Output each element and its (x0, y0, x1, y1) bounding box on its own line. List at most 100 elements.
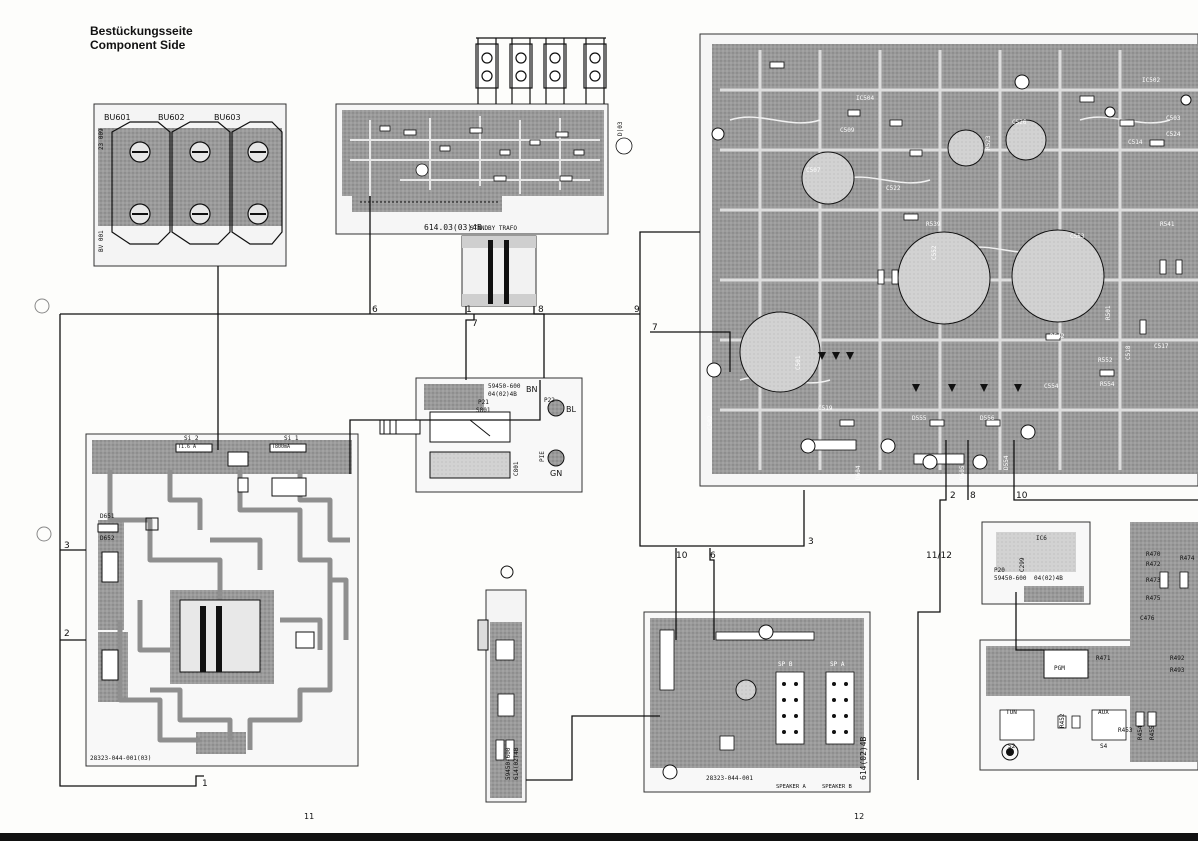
socket-label-bu602: BU602 (158, 113, 185, 122)
page-number-left: 11 (304, 812, 315, 821)
binder-holes (34, 298, 52, 542)
main-amp-board: IC504 C507 IC502 C503 C524 C514 C526 R53… (699, 33, 1198, 487)
wire-label-j10: 10 (1016, 491, 1028, 501)
main-label-26: D555 (912, 415, 927, 422)
control-s4: S4 (1100, 743, 1108, 750)
fuse2-label: Si 1 (284, 435, 299, 442)
wire-label-j7: 7 (652, 323, 658, 333)
control-ref-4: R474 (1180, 555, 1195, 562)
switch-pie: PIE (539, 451, 546, 462)
preamp-connector-label: D|03 (617, 121, 624, 136)
main-label-11: C517 (1154, 343, 1169, 350)
control-ref-9: R452 (1059, 713, 1066, 728)
wire-label-9: 9 (634, 305, 640, 315)
control-p20: P20 (994, 567, 1005, 574)
switch-s801: S801 (476, 407, 491, 414)
socket-label-bu601: BU601 (104, 113, 131, 122)
main-label-0: IC504 (856, 95, 874, 102)
wire-label-1: 1 (466, 305, 472, 315)
slider-board-code: 614(02)4B (513, 747, 520, 780)
speaker-board: SP B SP A SPEAKER A SPEAKER B 614(02)4B … (643, 611, 871, 793)
control-ref-11: R454 (1137, 725, 1144, 740)
main-label-5: C514 (1128, 139, 1143, 146)
control-ref-0: R470 (1146, 551, 1161, 558)
speaker-label-spa: SP A (830, 661, 845, 668)
control-c299: C299 (1019, 557, 1026, 572)
wire-label-left3: 3 (64, 541, 70, 551)
main-label-2: IC502 (1142, 77, 1160, 84)
switch-bl: BL (566, 405, 576, 414)
main-label-10: R542 (1050, 333, 1065, 340)
fuse1-value: T1.6 A (178, 444, 196, 450)
main-label-13: D604 (855, 465, 862, 480)
wire-label-7: 7 (472, 319, 478, 329)
main-label-3: C503 (1166, 115, 1181, 122)
switch-c801: C801 (513, 461, 520, 476)
control-pgm: PGM (1054, 665, 1065, 672)
main-label-25: R541 (1160, 221, 1175, 228)
bottom-scan-edge (0, 833, 1198, 841)
power-board-code: 28323-044-001(03) (90, 755, 151, 762)
preamp-board: 614.03(03)4B D|03 (335, 37, 633, 235)
wire-label-left2: 2 (64, 629, 70, 639)
switch-gn: GN (550, 469, 562, 478)
control-ref-7: R492 (1170, 655, 1185, 662)
control-ref-1: R471 (1096, 655, 1111, 662)
fuse2-value: T800mA (272, 444, 290, 450)
switch-board: 59450-600 04(02)4B P21 S801 BN P22 BL GN… (379, 377, 583, 493)
main-label-21: C522 (886, 185, 901, 192)
slider-part: 59450-600 (505, 747, 512, 780)
main-label-18: C518 (1125, 345, 1132, 360)
page-number-right: 12 (854, 812, 865, 821)
socket-board-code2: BV 001 (98, 230, 105, 252)
main-label-20: C509 (840, 127, 855, 134)
main-label-4: C524 (1166, 131, 1181, 138)
switch-bn: BN (526, 385, 537, 394)
main-label-24: R552 (1098, 357, 1113, 364)
trafo-label: STANDBY TRAFO (470, 225, 517, 232)
main-label-19: C519 (818, 405, 833, 412)
control-ref-10: R453 (1118, 727, 1133, 734)
wire-label-s10: 10 (676, 551, 688, 561)
speaker-board-code: 614(02)4B (859, 736, 868, 780)
main-label-15: C502 (707, 415, 714, 430)
socket-board-code: 23 009 (98, 128, 105, 150)
wire-label-s6: 6 (710, 551, 716, 561)
main-label-14: D605 (959, 465, 966, 480)
wire-label-j8: 8 (970, 491, 976, 501)
main-label-12: C554 (1044, 383, 1059, 390)
speaker-label-speaker-a: SPEAKER A (776, 784, 806, 790)
main-label-7: R539 (926, 221, 941, 228)
main-label-27: D556 (980, 415, 995, 422)
fuse1-label: Si 2 (184, 435, 199, 442)
wiring (59, 196, 1198, 787)
switch-part: 59450-600 (488, 383, 521, 390)
switch-p21: P21 (478, 399, 489, 406)
main-label-6: C526 (1012, 119, 1027, 126)
preamp-board-code: 614.03(03)4B (424, 223, 482, 232)
main-label-16: C501 (795, 355, 802, 370)
power-supply-board: Si 2 T1.6 A Si 1 T800mA D651 D652 28323-… (85, 433, 359, 767)
wire-label-left1: 1 (202, 779, 208, 789)
control-s2: S2 (1008, 743, 1016, 750)
control-ref-5: R475 (1146, 595, 1161, 602)
main-label-17: R501 (1105, 305, 1112, 320)
main-label-1: C507 (806, 167, 821, 174)
speaker-label-speaker-b: SPEAKER B (822, 784, 852, 790)
title-english: Component Side (90, 38, 186, 52)
socket-label-bu603: BU603 (214, 113, 241, 122)
standby-transformer: STANDBY TRAFO (461, 225, 537, 307)
title-german: Bestückungsseite (90, 24, 193, 38)
slider-board: 614(02)4B 59450-600 (477, 565, 527, 803)
wire-label-6: 6 (372, 305, 378, 315)
main-label-8: C552 (931, 245, 938, 260)
control-part: 59450-600 (994, 575, 1027, 582)
control-tun: TUN (1006, 709, 1017, 716)
socket-board: BU601 BU602 BU603 23 009 BV 001 (93, 103, 287, 267)
control-ic6: IC6 (1036, 535, 1047, 542)
control-ref-12: R455 (1149, 725, 1156, 740)
diode-label-1: D651 (100, 513, 115, 520)
wire-label-j2: 2 (950, 491, 956, 501)
